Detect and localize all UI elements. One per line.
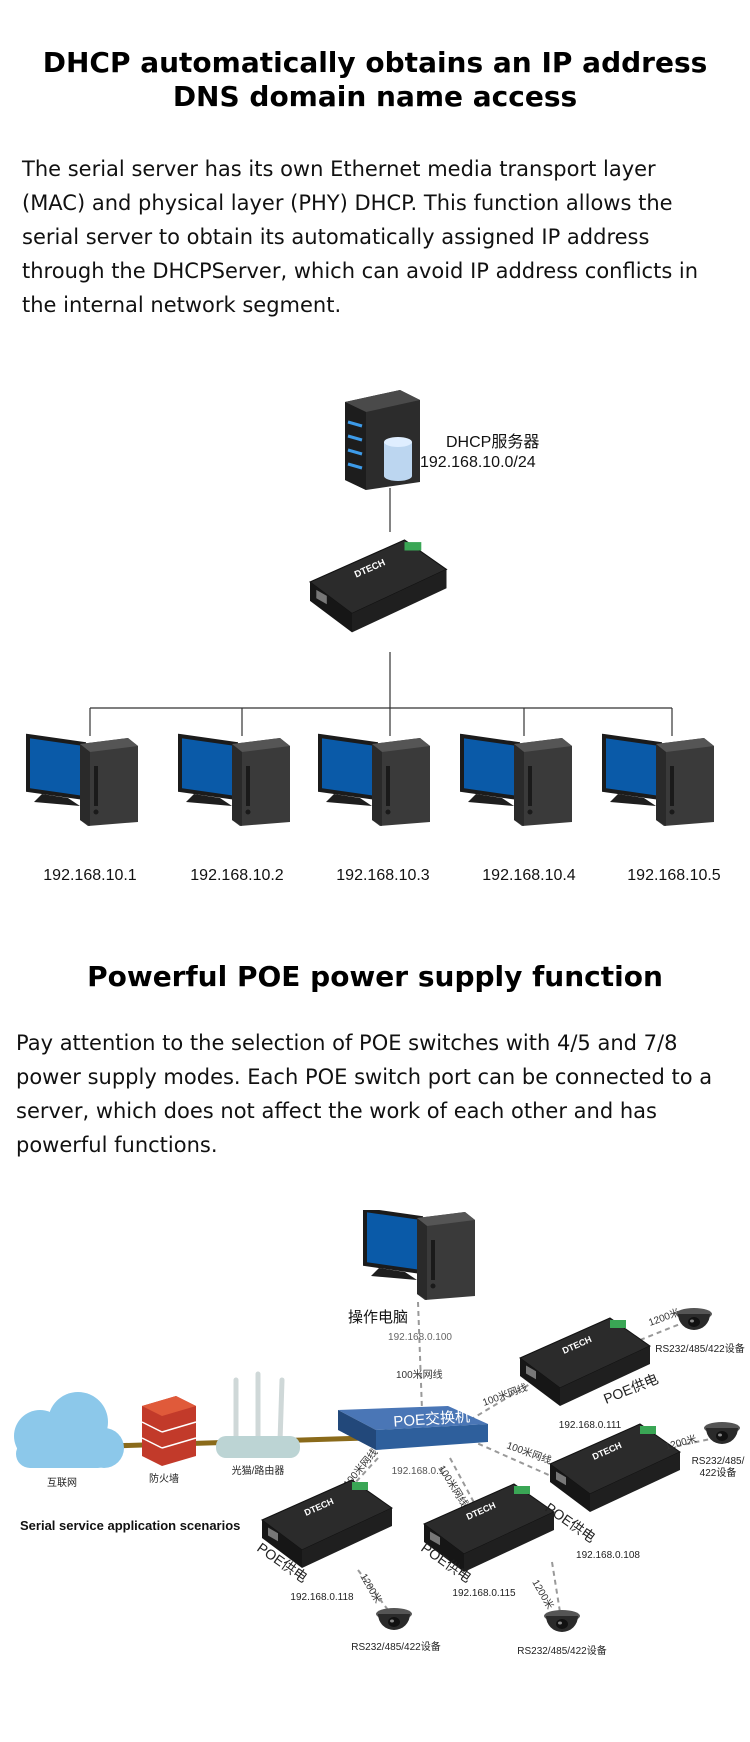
router-label: 光猫/路由器 (232, 1464, 285, 1477)
pc-icon-3 (318, 734, 432, 828)
rs232-device-icon-2 (704, 1422, 740, 1444)
operator-pc-label: 操作电脑 (348, 1309, 408, 1326)
dhcp-server-icon (345, 390, 420, 490)
serial-server-device-icon (309, 539, 448, 633)
scenario-caption: Serial service application scenarios (20, 1518, 240, 1533)
pc-icon-2 (178, 734, 292, 828)
pc-ip-3: 192.168.10.3 (336, 867, 430, 884)
device-label-4: RS232/485/422设备 (351, 1640, 441, 1653)
distance-label-118: 1200米 (357, 1571, 384, 1605)
pc-ip-2: 192.168.10.2 (190, 867, 284, 884)
pc-icon-4 (460, 734, 574, 828)
poe-switch-icon (338, 1406, 488, 1450)
internet-cloud-icon (14, 1392, 124, 1468)
pc-icon-5 (602, 734, 716, 828)
pc-ip-1: 192.168.10.1 (43, 867, 137, 884)
link-label-111: 100米网线 (481, 1381, 529, 1409)
poe-switch-ip: 192.168.0.1 (392, 1466, 445, 1477)
server-ip-115: 192.168.0.115 (452, 1588, 516, 1599)
poe-switch-label: POE交换机 (393, 1407, 471, 1430)
operator-pc-icon (363, 1210, 477, 1302)
section1-title-line1: DHCP automatically obtains an IP address (42, 46, 708, 79)
dhcp-server-subnet: 192.168.10.0/24 (420, 454, 536, 471)
device-label-3: RS232/485/422设备 (517, 1644, 607, 1657)
pc-ip-4: 192.168.10.4 (482, 867, 576, 884)
poe-network-diagram: 操作电脑 192.168.0.100 100米网线 互联网 防火墙 光猫/路由器… (14, 1210, 745, 1657)
internet-label: 互联网 (47, 1477, 77, 1489)
section2-body: Pay attention to the selection of POE sw… (16, 1031, 713, 1157)
link-label-115: 100米网线 (435, 1463, 471, 1509)
device-label-1: RS232/485/422设备 (655, 1342, 745, 1355)
device-label-2a: RS232/485/ (692, 1456, 745, 1467)
section2-title: Powerful POE power supply function (87, 960, 663, 993)
rs232-device-icon-1 (676, 1308, 712, 1330)
section1-title-line2: DNS domain name access (172, 80, 578, 113)
pc-ip-5: 192.168.10.5 (627, 867, 721, 884)
dhcp-server-label: DHCP服务器 (446, 433, 539, 451)
server-ip-108: 192.168.0.108 (576, 1550, 640, 1561)
server-ip-118: 192.168.0.118 (290, 1592, 354, 1603)
section1-body: The serial server has its own Ethernet m… (22, 157, 699, 317)
link-label-108: 100米网线 (505, 1439, 553, 1467)
serial-server-icon-108 (549, 1423, 681, 1513)
device-label-2b: 422设备 (700, 1466, 737, 1479)
firewall-label: 防火墙 (149, 1472, 179, 1485)
router-icon (216, 1371, 300, 1458)
distance-label-115: 1200米 (529, 1577, 556, 1611)
rs232-device-icon-4 (376, 1608, 412, 1630)
operator-pc-ip: 192.168.0.100 (388, 1332, 452, 1343)
distance-label-108: 1200米 (663, 1432, 698, 1453)
operator-link-label: 100米网线 (396, 1368, 443, 1381)
database-icon (384, 437, 412, 481)
rs232-device-icon-3 (544, 1610, 580, 1632)
firewall-icon (141, 1396, 197, 1466)
dhcp-network-diagram: DHCP服务器 192.168.10.0/24 192.168.10.1 192… (26, 390, 721, 884)
server-ip-111: 192.168.0.111 (559, 1420, 622, 1431)
pc-icon-1 (26, 734, 140, 828)
